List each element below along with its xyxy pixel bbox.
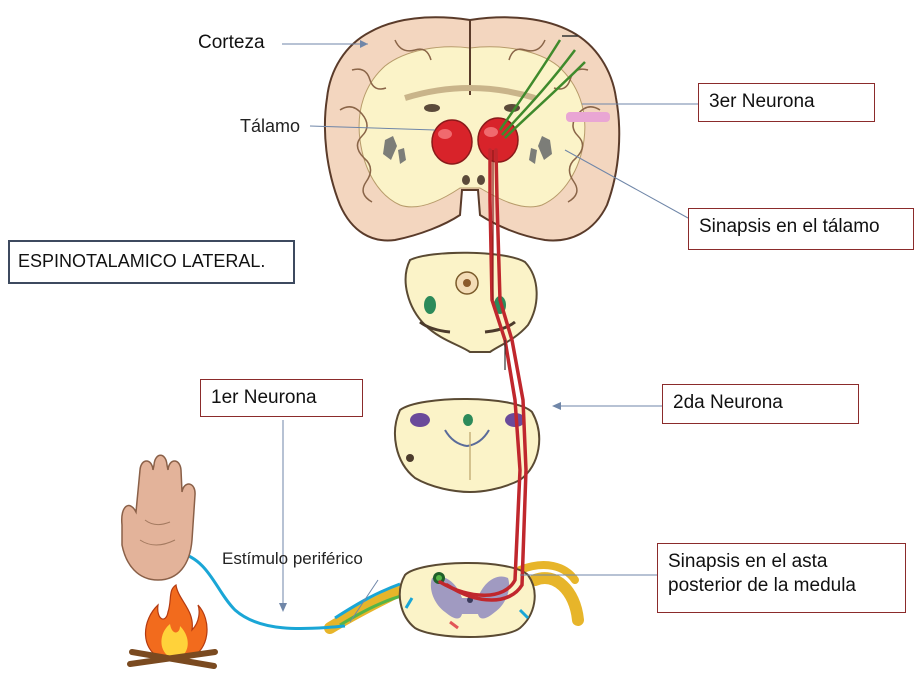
label-talamo: Tálamo [240,116,300,137]
hand-icon [122,455,195,580]
label-corteza: Corteza [198,32,265,54]
thalamus-right-highlight [484,127,498,137]
mammillary-left [462,175,470,185]
label-box-2da-neurona: 2da Neurona [662,384,859,424]
thalamus-left-highlight [438,129,452,139]
label-box-sinapsis-asta: Sinapsis en el asta posterior de la medu… [657,543,906,613]
arrow-2da-neurona-icon [552,402,561,410]
diagram-title: ESPINOTALAMICO LATERAL. [8,240,295,284]
label-box-3er-neurona: 3er Neurona [698,83,875,122]
label-box-1er-neurona: 1er Neurona [200,379,363,417]
brain-white-matter [359,47,585,207]
fire-icon [130,585,215,666]
arrow-1er-neurona-icon [279,603,287,612]
label-box-sinapsis-talamo: Sinapsis en el tálamo [688,208,914,250]
mammillary-right [477,175,485,185]
label-estimulo-periferico: Estímulo periférico [222,549,363,569]
brainstem-section-upper [406,253,537,352]
thalamus-left [432,120,472,164]
ventricle-left [424,104,440,112]
sensory-cortex-highlight [566,112,610,122]
spinal-cord-section [330,563,578,637]
sinapsis-asta-line-2: posterior de la medula [668,574,895,598]
sinapsis-asta-line-1: Sinapsis en el asta [668,550,895,574]
